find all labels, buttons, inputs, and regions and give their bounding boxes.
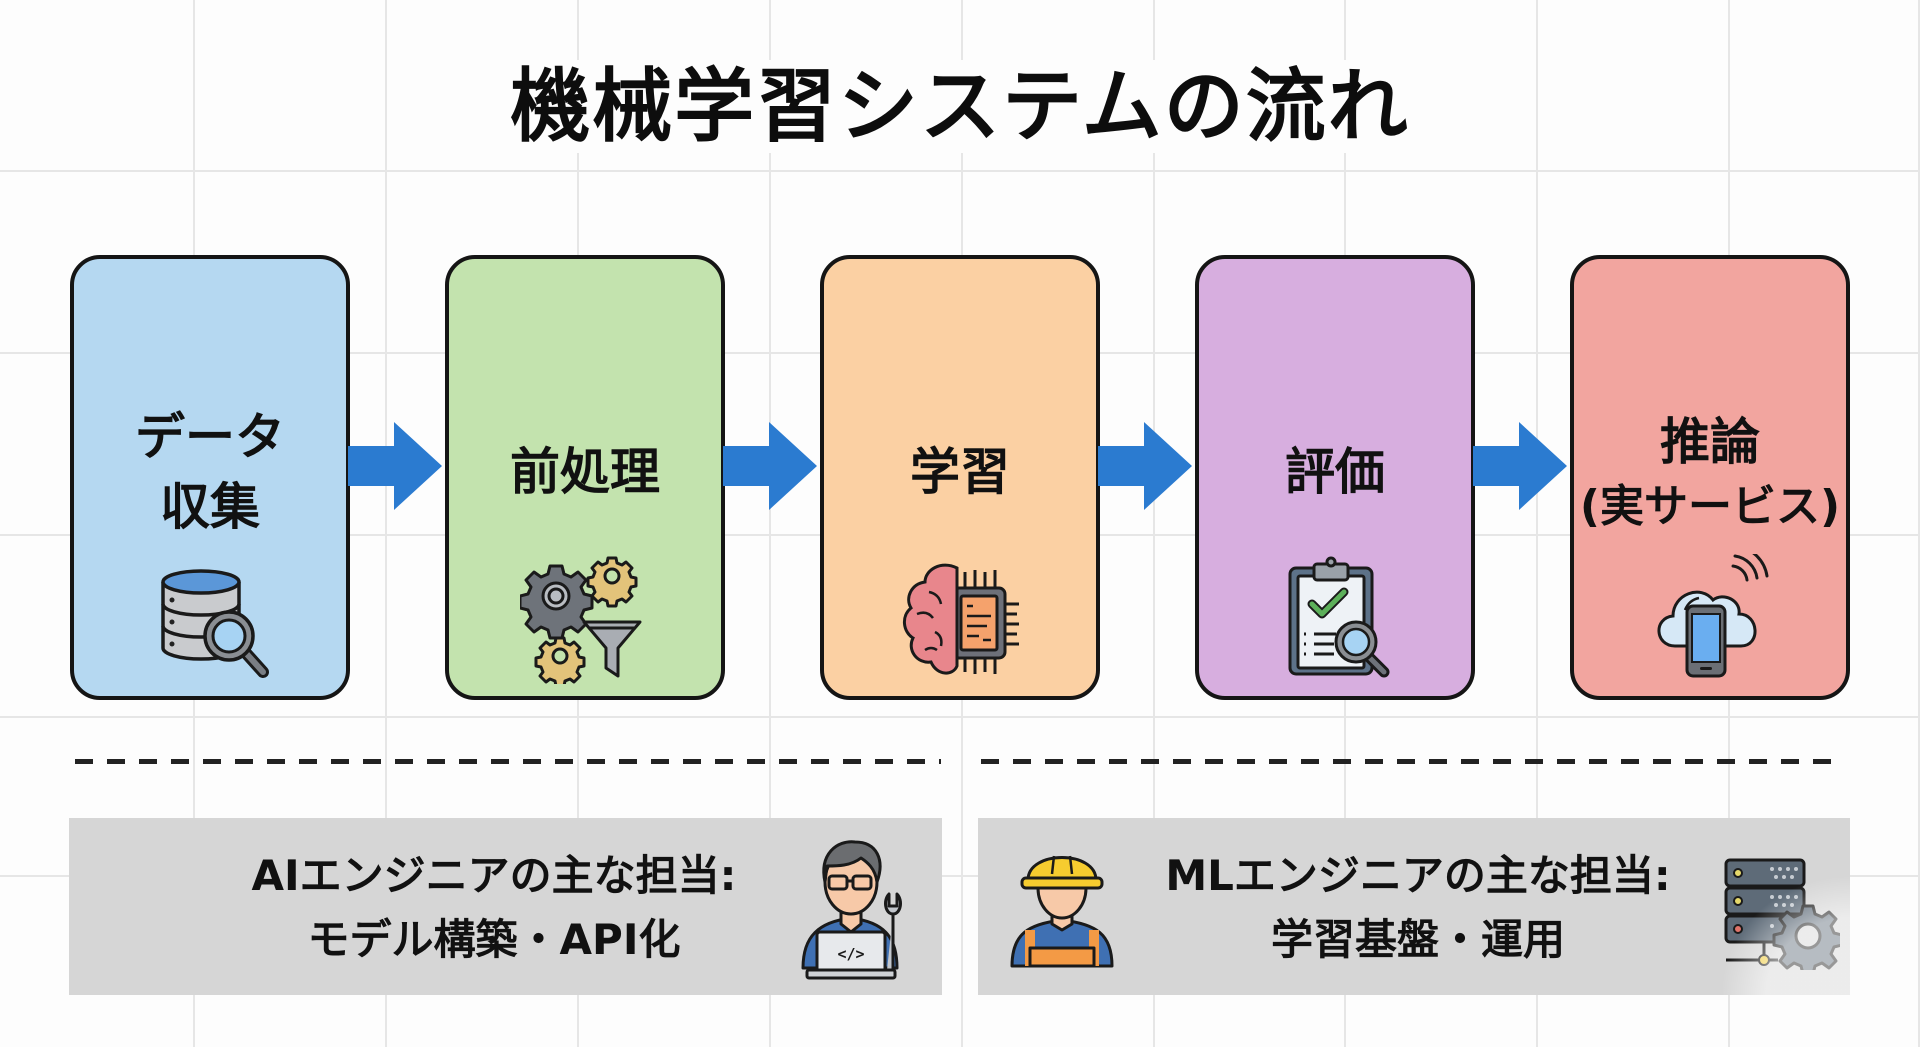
role-ml-engineer: MLエンジニアの主な担当: 学習基盤・運用: [978, 818, 1850, 995]
cloud-smartphone-icon: [1657, 554, 1769, 678]
stage-label-line2: (実サービス): [1579, 481, 1841, 532]
role-ai-engineer: AIエンジニアの主な担当: モデル構築・API化 </>: [69, 818, 942, 995]
stage-label-line1: 推論: [1660, 413, 1760, 471]
stage-training: 学習: [820, 255, 1100, 700]
stage-label-line1: 学習: [910, 443, 1010, 501]
role-duties: モデル構築・API化: [307, 914, 681, 964]
stage-label: 評価: [1199, 377, 1471, 567]
database-search-icon: [161, 569, 269, 678]
page-title-text: 機械学習システムの流れ: [490, 60, 1430, 153]
corner-highlight: [1720, 875, 1850, 995]
separator-dashed-line: [981, 759, 1845, 764]
role-duties: 学習基盤・運用: [1270, 914, 1565, 964]
clipboard-check-icon: [1288, 556, 1390, 678]
brain-chip-icon: [903, 563, 1019, 675]
page-title: 機械学習システムの流れ: [0, 52, 1920, 162]
stage-label: 前処理: [449, 377, 721, 567]
flow-arrow-icon: [723, 422, 817, 510]
stage-data-collection: データ 収集: [70, 255, 350, 700]
worker-helmet-icon: [1010, 855, 1114, 968]
flow-arrow-icon: [1473, 422, 1567, 510]
role-title: AIエンジニアの主な担当:: [251, 850, 737, 900]
role-text: MLエンジニアの主な担当: 学習基盤・運用: [1128, 840, 1708, 975]
separator-dashed-line: [75, 759, 941, 764]
svg-text:</>: </>: [837, 945, 864, 963]
stage-inference: 推論 (実サービス): [1570, 255, 1850, 700]
role-title: MLエンジニアの主な担当:: [1165, 850, 1671, 900]
stage-label: 学習: [824, 377, 1096, 567]
stage-label-line1: データ: [135, 408, 285, 466]
stage-label: 推論 (実サービス): [1574, 377, 1846, 567]
stage-label-line1: 評価: [1285, 443, 1385, 501]
stage-label: データ 収集: [74, 377, 346, 567]
developer-person-icon: </>: [801, 840, 902, 980]
grid-line: [0, 170, 1920, 172]
flow-arrow-icon: [1098, 422, 1192, 510]
stage-label-line1: 前処理: [510, 443, 660, 501]
flow-arrow-icon: [348, 422, 442, 510]
stage-evaluation: 評価: [1195, 255, 1475, 700]
stage-label-line2: 収集: [160, 478, 260, 536]
stage-preprocessing: 前処理: [445, 255, 725, 700]
role-text: AIエンジニアの主な担当: モデル構築・API化: [199, 840, 789, 975]
gears-funnel-icon: [520, 556, 642, 684]
grid-line: [0, 716, 1920, 718]
